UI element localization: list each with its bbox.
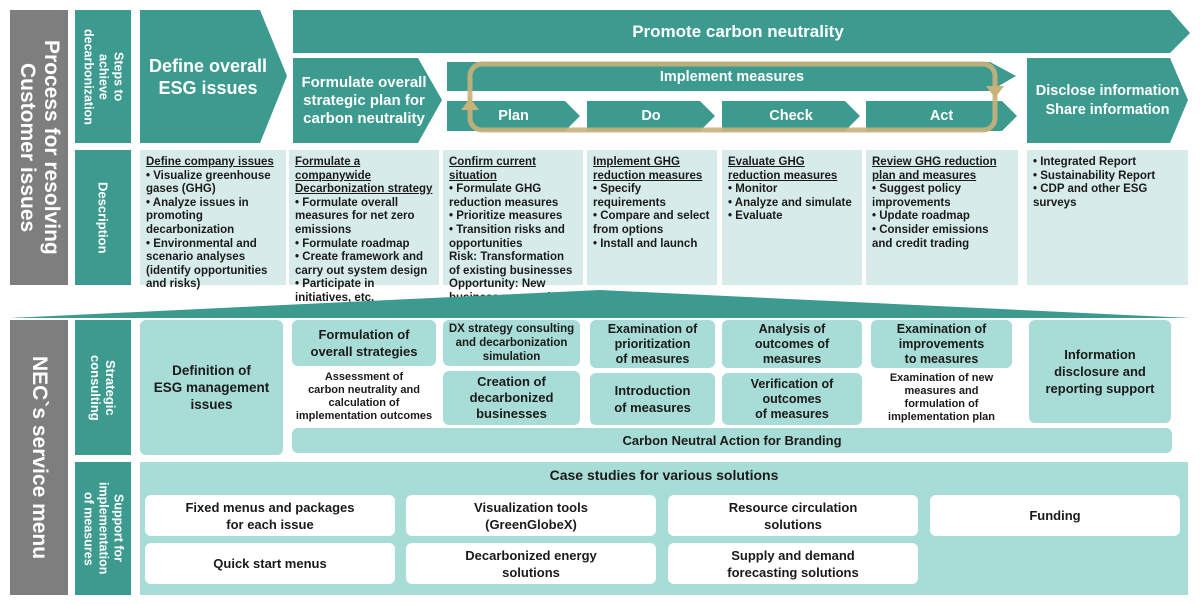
description-item: Risk: Transformation of existing busines… (449, 251, 573, 277)
consulting-dx[interactable]: DX strategy consulting and decarbonizati… (443, 320, 580, 366)
description-check: Evaluate GHG reduction measures • Monito… (722, 150, 862, 285)
description-item: • Specify requirements (593, 183, 666, 209)
case-studies-title: Case studies for various solutions (549, 467, 779, 483)
description-heading: Define company issues (146, 156, 274, 168)
act-chevron (866, 101, 1017, 131)
description-item: • Install and launch (593, 237, 698, 250)
cycle-arrow-up (461, 98, 479, 110)
description-item: • CDP and other ESG surveys (1033, 183, 1148, 209)
description-heading: Formulate a companywide Decarbonization … (295, 156, 433, 196)
description-item: • Environmental and scenario analyses (i… (146, 237, 268, 291)
consulting-definition[interactable]: Definition of ESG management issues (140, 320, 283, 455)
consulting-information[interactable]: Information disclosure and reporting sup… (1029, 320, 1171, 423)
description-item: • Formulate overall measures for net zer… (295, 196, 415, 236)
description-item: • Visualize greenhouse gases (GHG) (146, 169, 271, 196)
formulate-chevron (293, 58, 442, 143)
description-define: Define company issues • Visualize greenh… (140, 150, 286, 290)
quick-start-button[interactable]: Quick start menus (145, 543, 395, 584)
consulting-introduction[interactable]: Introduction of measures (590, 373, 715, 425)
consulting-analysis[interactable]: Analysis of outcomes of measures (722, 320, 862, 368)
consulting-creation[interactable]: Creation of decarbonized businesses (443, 371, 580, 425)
consulting-new-measures: Examination of new measures and formulat… (871, 370, 1012, 426)
steps-row-label: Steps to achieve decarbonization (75, 10, 131, 143)
implement-banner (447, 62, 1016, 91)
do-chevron (587, 101, 715, 131)
description-item: • Analyze and simulate (728, 196, 852, 209)
description-heading: Review GHG reduction plan and measures (872, 156, 997, 182)
description-heading: Confirm current situation (449, 156, 536, 182)
formulate-step-label: Formulate overall strategic plan for car… (301, 73, 427, 127)
promote-step-label: Promote carbon neutrality (632, 21, 844, 41)
support-row-label: Support for implementation of measures (75, 462, 131, 595)
description-item: • Transition risks and opportunities (449, 223, 565, 250)
description-item: • Formulate roadmap (295, 237, 410, 250)
description-heading: Evaluate GHG reduction measures (728, 156, 838, 182)
supply-demand-button[interactable]: Supply and demand forecasting solutions (668, 543, 918, 584)
description-item: • Monitor (728, 183, 778, 196)
check-step-label: Check (769, 108, 813, 124)
promote-banner (293, 10, 1190, 53)
consulting-prioritization[interactable]: Examination of prioritization of measure… (590, 320, 715, 368)
section-separator (10, 290, 1190, 318)
description-item: • Prioritize measures (449, 210, 563, 223)
description-item: • Sustainability Report (1033, 169, 1156, 182)
check-chevron (722, 101, 860, 131)
disclose-step-label: Disclose information Share information (1035, 82, 1180, 118)
description-formulate: Formulate a companywide Decarbonization … (289, 150, 439, 304)
description-item: • Update roadmap (872, 210, 970, 223)
description-disclose: • Integrated Report • Sustainability Rep… (1027, 150, 1188, 285)
implement-step-label: Implement measures (659, 68, 805, 85)
fixed-menus-button[interactable]: Fixed menus and packages for each issue (145, 495, 395, 536)
do-step-label: Do (641, 108, 661, 124)
description-item: • Formulate GHG reduction measures (449, 183, 559, 209)
act-step-label: Act (929, 108, 954, 124)
visualization-tools-button[interactable]: Visualization tools (GreenGlobeX) (406, 495, 656, 536)
description-do: Implement GHG reduction measures • Speci… (587, 150, 717, 285)
description-item: • Integrated Report (1033, 156, 1137, 168)
description-row-label: Description (75, 150, 131, 285)
strategic-consulting-row-label: Strategic consulting (75, 320, 131, 455)
steps-chevrons (140, 10, 1190, 143)
carbon-neutral-branding[interactable]: Carbon Neutral Action for Branding (292, 428, 1172, 453)
description-item: • Compare and select from options (593, 210, 710, 236)
cycle-arrow-down (986, 86, 1004, 98)
description-item: • Consider emissions and credit trading (872, 223, 989, 250)
description-plan: Confirm current situation • Formulate GH… (443, 150, 583, 304)
disclose-chevron (1027, 58, 1188, 143)
nec-service-menu-label: NEC`s service menu (10, 320, 68, 595)
description-item: • Suggest policy improvements (872, 183, 962, 209)
resource-circulation-button[interactable]: Resource circulation solutions (668, 495, 918, 536)
consulting-improvements[interactable]: Examination of improvements to measures (871, 320, 1012, 368)
description-item: • Analyze issues in promoting decarboniz… (146, 196, 249, 236)
plan-step-label: Plan (498, 108, 529, 124)
description-item: • Create framework and carry out system … (295, 251, 428, 277)
define-step-label: Define overall ESG issues (148, 55, 268, 98)
description-item: • Evaluate (728, 210, 783, 223)
define-chevron (140, 10, 287, 143)
consulting-assessment: Assessment of carbon neutrality and calc… (292, 368, 436, 426)
funding-button[interactable]: Funding (930, 495, 1180, 536)
description-item: • Participate in initiatives, etc. (295, 278, 375, 304)
decarbonized-energy-button[interactable]: Decarbonized energy solutions (406, 543, 656, 584)
process-label: Process for resolving Customer issues (10, 10, 68, 285)
description-act: Review GHG reduction plan and measures •… (866, 150, 1018, 285)
plan-chevron (447, 101, 580, 131)
description-heading: Implement GHG reduction measures (593, 156, 703, 182)
consulting-verification[interactable]: Verification of outcomes of measures (722, 373, 862, 425)
consulting-formulation[interactable]: Formulation of overall strategies (292, 320, 436, 366)
